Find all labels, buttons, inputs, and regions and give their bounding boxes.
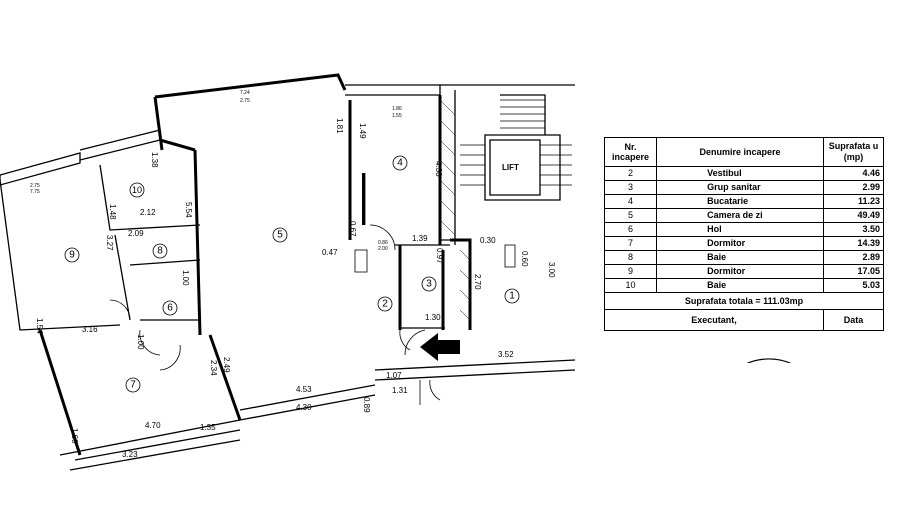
dim-label: 3.52 <box>498 350 514 359</box>
dim-label: 1.31 <box>392 386 408 395</box>
dim-label: 0.60 <box>520 251 529 267</box>
floor-plan-walls <box>0 73 576 471</box>
room-number-4: 4 <box>392 155 408 171</box>
dim-label: 1.49 <box>358 123 367 139</box>
dim-label: 1.54 <box>35 318 44 334</box>
door-dim-label: 0.86 <box>378 240 388 246</box>
dim-label: 3.16 <box>82 325 98 334</box>
dim-label: 3.27 <box>105 235 114 251</box>
dim-label: 1.60 <box>70 428 79 444</box>
dim-label: 1.81 <box>335 118 344 134</box>
door-dim-label: 2.00 <box>378 246 388 252</box>
room-number-7: 7 <box>125 377 141 393</box>
dim-label: 1.00 <box>136 334 145 350</box>
table-header-row: Nr. incapere Denumire incapere Suprafata… <box>604 137 885 167</box>
lift-label: LIFT <box>502 163 519 172</box>
dim-label: 0.47 <box>322 248 338 257</box>
dim-label: 1.00 <box>181 270 190 286</box>
room-numbers: 1 2 3 4 5 6 7 8 9 10 <box>64 155 520 393</box>
column-header-area: Suprafata u (mp) <box>822 137 885 167</box>
room-number-9: 9 <box>64 247 80 263</box>
dim-label: 2.12 <box>140 208 156 217</box>
room-number-5: 5 <box>272 227 288 243</box>
dim-label: 1.39 <box>412 234 428 243</box>
executant-label: Executant, <box>604 309 824 331</box>
room-number-3: 3 <box>421 276 437 292</box>
svg-text:4: 4 <box>397 158 403 169</box>
dim-label: 1.30 <box>425 313 441 322</box>
room-number-8: 8 <box>152 243 168 259</box>
svg-text:3: 3 <box>426 279 432 290</box>
dim-label: 3.23 <box>122 450 138 459</box>
dim-label: 5.54 <box>184 202 193 218</box>
dim-label: 1.38 <box>150 152 159 168</box>
dimension-labels: 7.24 2.75 2.75 7.75 1.86 1.55 1.49 1.81 … <box>30 90 556 459</box>
dim-label: 4.53 <box>296 385 312 394</box>
room-number-2: 2 <box>377 296 393 312</box>
floor-plan: LIFT 1 2 3 4 5 6 7 8 9 10 7.24 2.75 2.75… <box>0 73 576 471</box>
dim-label: 0.97 <box>435 248 444 264</box>
svg-text:7: 7 <box>130 380 136 391</box>
dim-label: 1.35 <box>200 423 216 432</box>
total-row: Suprafata totala = 111.03mp <box>604 292 884 310</box>
svg-text:1: 1 <box>509 291 515 302</box>
dim-label: 2.34 <box>209 360 218 376</box>
dim-label: 1.86 <box>392 106 402 112</box>
dim-label: 1.07 <box>386 371 402 380</box>
dim-label: 3.00 <box>547 262 556 278</box>
doors <box>109 173 516 405</box>
dim-label: 2.49 <box>222 357 231 373</box>
wall-hatching <box>439 99 471 321</box>
stairs <box>460 99 572 186</box>
dim-label: 4.36 <box>434 161 443 177</box>
svg-text:2: 2 <box>382 299 388 310</box>
dim-label: 2.75 <box>30 183 40 189</box>
room-area-table: Nr. incapere Denumire incapere Suprafata… <box>604 137 885 331</box>
dim-label: 0.67 <box>348 221 357 237</box>
svg-text:10: 10 <box>132 185 142 195</box>
data-label: Data <box>822 309 885 331</box>
total-area: Suprafata totala = 111.03mp <box>604 292 884 310</box>
dim-label: 1.55 <box>392 113 402 119</box>
column-header-nr: Nr. incapere <box>604 137 658 167</box>
svg-text:8: 8 <box>157 246 163 257</box>
dim-label: 7.24 <box>240 90 250 96</box>
room-area-table-panel: Nr. incapere Denumire incapere Suprafata… <box>604 137 900 363</box>
certification-stamp <box>746 358 792 363</box>
dim-label: 4.70 <box>145 421 161 430</box>
room-number-1: 1 <box>504 288 520 304</box>
dim-label: 2.70 <box>473 274 482 290</box>
svg-text:5: 5 <box>277 230 283 241</box>
entrance-arrow-icon <box>420 333 460 361</box>
room-number-6: 6 <box>162 300 178 316</box>
column-header-name: Denumire incapere <box>656 137 824 167</box>
executant-row: Executant,Data <box>604 309 885 331</box>
dim-label: 4.30 <box>296 403 312 412</box>
dim-label: 0.30 <box>480 236 496 245</box>
svg-text:6: 6 <box>167 303 173 314</box>
svg-text:9: 9 <box>69 250 75 261</box>
dim-label: 2.75 <box>240 98 250 104</box>
room-number-10: 10 <box>129 182 145 198</box>
dim-label: 7.75 <box>30 189 40 195</box>
dim-label: 0.89 <box>362 397 371 413</box>
dim-label: 1.48 <box>108 204 117 220</box>
dim-label: 2.09 <box>128 229 144 238</box>
